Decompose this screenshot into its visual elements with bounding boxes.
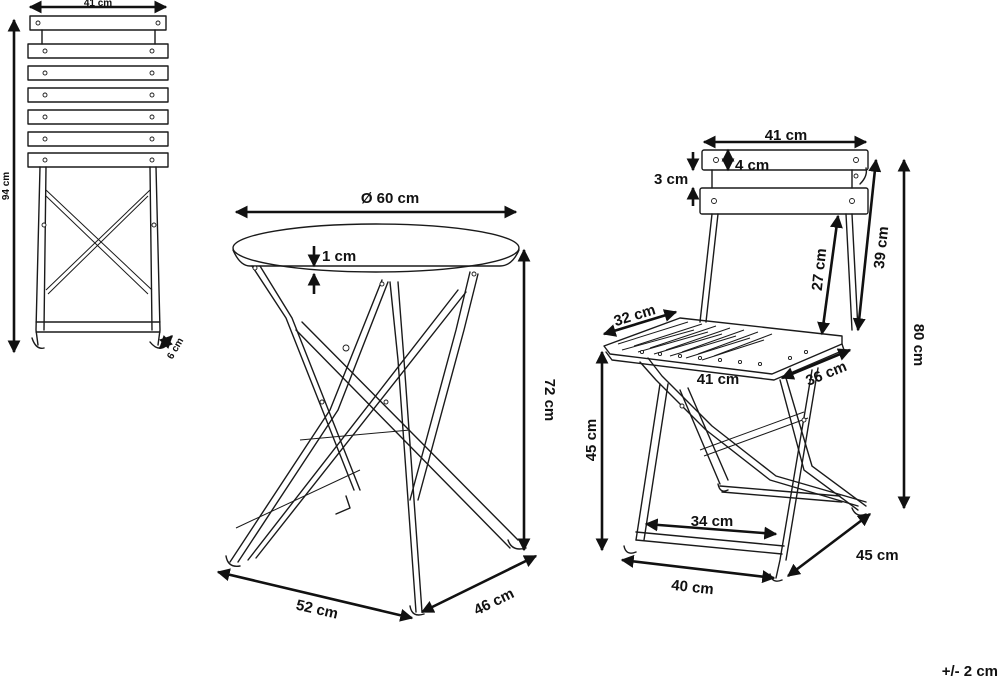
folded-chair-slats (27, 15, 169, 168)
folded-chair-height-label: 94 cm (1, 172, 12, 200)
chair-drawing: 41 cm 4 cm 3 cm 39 cm 27 cm 80 cm 32 cm … (583, 127, 927, 598)
chair-backrest (699, 149, 869, 331)
table-base-depth-label: 46 cm (471, 585, 517, 619)
chair-back-width-label: 41 cm (765, 127, 808, 144)
table-drawing: Ø 60 cm 1 cm 72 cm 52 cm 46 cm (216, 190, 558, 623)
chair-base-depth-label: 45 cm (856, 547, 899, 564)
tolerance-note: +/- 2 cm (942, 663, 998, 679)
folded-chair-drawing: 41 cm 94 cm 6 cm (1, 0, 186, 361)
folded-chair-width-label: 41 cm (84, 0, 112, 9)
chair-base-width-label: 40 cm (670, 577, 714, 598)
folded-chair-frame (31, 29, 167, 349)
chair-overall-height-label: 80 cm (910, 324, 927, 367)
chair-seat-height-label: 45 cm (583, 419, 600, 462)
chair-slat-gap-label: 3 cm (654, 171, 688, 188)
chair-back-height-label: 39 cm (871, 225, 892, 269)
chair-legs (623, 357, 867, 582)
chair-back-inner-height-label: 27 cm (809, 247, 830, 291)
table-top-thickness-label: 1 cm (322, 248, 356, 265)
chair-inner-width-label: 34 cm (691, 513, 734, 530)
chair-slat-height-label: 4 cm (735, 157, 769, 174)
chair-seat-width-label: 41 cm (697, 371, 740, 388)
table-height-label: 72 cm (541, 379, 558, 422)
chair-seat-depth-label: 36 cm (803, 358, 849, 390)
table-top (232, 223, 520, 273)
table-diameter-label: Ø 60 cm (361, 190, 419, 207)
table-legs (225, 265, 527, 616)
